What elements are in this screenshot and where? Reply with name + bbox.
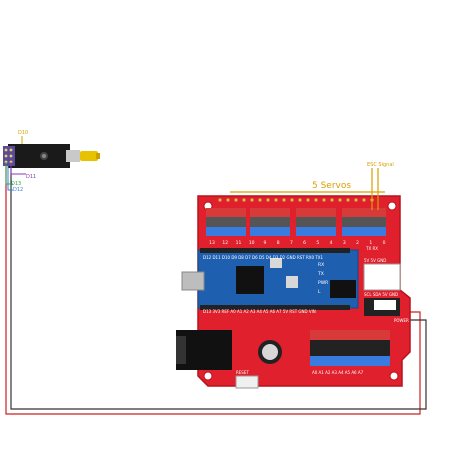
power-label: POWER <box>394 318 409 323</box>
arduino-nano <box>181 248 359 310</box>
servo-pin-label: 13 <box>209 240 215 246</box>
reset-label: RESET <box>236 370 249 375</box>
radio-module <box>3 144 100 168</box>
servo-pin-label: 0 <box>383 240 386 246</box>
servo-pin-label: 2 <box>356 240 359 246</box>
wire-d11 <box>10 162 26 175</box>
nano-status-label: L <box>318 289 321 295</box>
analog-pins-label: A0 A1 A2 A3 A4 A5 A6 A7 <box>312 370 364 375</box>
nano-bottom-pins: D13 3V3 REF A0 A1 A2 A3 A4 A5 A6 A7 5V R… <box>203 309 316 314</box>
servo-pin-label: 12 <box>222 240 228 246</box>
label-d10: D10 <box>18 130 28 136</box>
esc-signal-label: ESC Signal <box>367 162 394 168</box>
servo-pin-label: 11 <box>236 240 242 246</box>
wire-d12 <box>7 166 13 191</box>
analog-header <box>310 330 390 366</box>
wire-red-vcc <box>5 150 421 415</box>
i2c-bottom-label: SCL SDA 5V GND <box>364 292 398 297</box>
capacitor <box>258 340 282 364</box>
servo-pin-label: 9 <box>263 240 266 246</box>
servo-pin-label: 8 <box>277 240 280 246</box>
servo-pin-label: 4 <box>330 240 333 246</box>
wire-black-gnd <box>10 160 427 410</box>
nano-status-label: PWR <box>318 280 328 286</box>
servo-pin-label: 6 <box>303 240 306 246</box>
nano-status-label: TX <box>317 271 324 277</box>
label-d13: D13 <box>11 181 21 187</box>
label-d11: D11 <box>26 174 36 180</box>
servo-headers <box>206 208 386 236</box>
i2c-headers <box>363 263 401 316</box>
servo-pin-label: 7 <box>290 240 293 246</box>
label-d12: D12 <box>13 187 23 193</box>
nano-top-pins: D12 D11 D10 D9 D8 D7 D6 D5 D4 D3 D2 GND … <box>203 255 323 260</box>
power-jack <box>176 330 232 370</box>
servo-pin-label: 3 <box>343 240 346 246</box>
servos-title: 5 Servos <box>312 181 351 191</box>
nano-status-label: RX <box>318 262 324 268</box>
reset-button <box>235 375 259 389</box>
i2c-top-label: 5V 5V GND <box>364 258 386 263</box>
wire-d13 <box>5 162 13 185</box>
servo-pin-label: 5 <box>316 240 319 246</box>
servo-pin-label: 1 <box>369 240 372 246</box>
servo-signal-markers <box>230 168 385 210</box>
tx-rx-label: TX RX <box>365 246 378 251</box>
servo-pin-label: 10 <box>249 240 255 246</box>
